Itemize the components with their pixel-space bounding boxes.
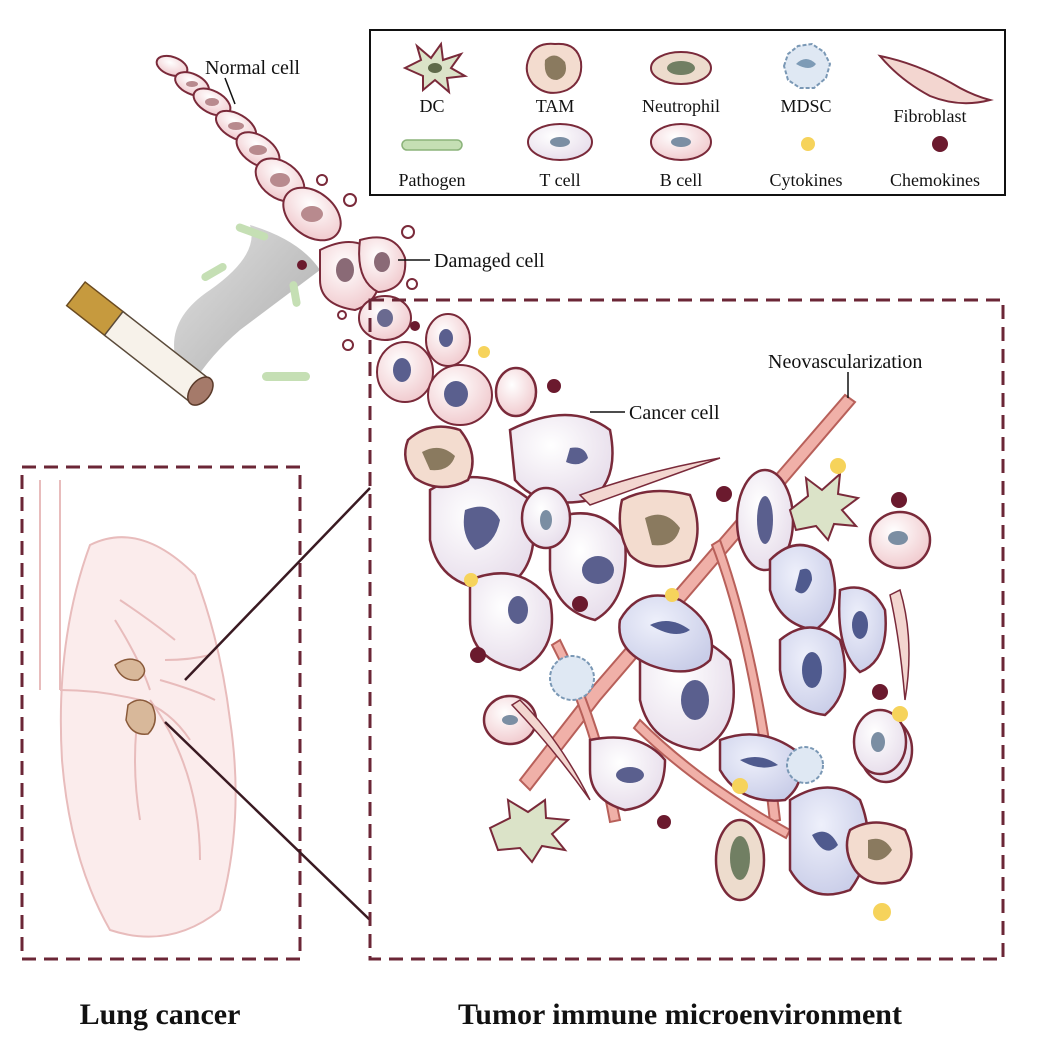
legend-label-tam: TAM — [536, 96, 575, 116]
tme-panel-title: Tumor immune microenvironment — [458, 998, 902, 1031]
cigarette-illustration — [65, 223, 320, 406]
legend-neutrophil-icon — [650, 51, 712, 85]
legend: DC TAM Neutrophil MDSC Fibroblast Pathog… — [369, 29, 1006, 196]
legend-label-dc: DC — [419, 96, 444, 116]
legend-tam-icon — [525, 42, 583, 94]
legend-label-bcell: B cell — [660, 170, 703, 190]
leader-normal-cell — [224, 77, 236, 105]
cancer-cells — [428, 413, 914, 812]
legend-bcell-icon — [650, 123, 712, 161]
legend-mdsc-icon — [782, 42, 832, 89]
legend-tcell-icon — [527, 123, 593, 161]
cancer-cell-nuclei — [463, 447, 773, 783]
legend-label-fibroblast: Fibroblast — [893, 106, 966, 126]
mdsc-cells — [549, 655, 824, 784]
legend-label-pathogen: Pathogen — [399, 170, 466, 190]
tam-nuclei — [422, 447, 892, 861]
legend-chemokine-icon — [932, 136, 948, 152]
lung-tumor-1 — [114, 658, 146, 681]
annotations: Normal cell Damaged cell Cancer cell Neo… — [205, 57, 922, 424]
legend-fibroblast-icon — [877, 54, 994, 105]
lung-panel-title: Lung cancer — [80, 998, 241, 1031]
lung-panel — [20, 465, 371, 961]
legend-pathogen-icon — [401, 139, 463, 151]
tme-panel — [297, 260, 1005, 961]
label-normal-cell: Normal cell — [205, 57, 300, 79]
tme-panel-frame — [368, 298, 1005, 961]
legend-label-tcell: T cell — [539, 170, 580, 190]
lung-tumor-2 — [125, 699, 156, 735]
zoom-line-lower — [164, 721, 371, 921]
legend-label-neutrophil: Neutrophil — [642, 96, 720, 116]
small-vesicles — [316, 174, 418, 351]
immune-cell-nuclei — [502, 510, 908, 880]
label-cancer-cell: Cancer cell — [629, 402, 720, 424]
dc-cells — [488, 471, 861, 864]
fibroblast-cells — [510, 457, 910, 801]
cytokine-dots — [464, 346, 908, 921]
legend-dc-icon — [402, 41, 469, 95]
zoom-line-upper — [184, 487, 371, 681]
chemokine-dots — [297, 260, 907, 829]
legend-label-chemokines: Chemokines — [890, 170, 980, 190]
legend-label-mdsc: MDSC — [780, 96, 831, 116]
lung-illustration — [39, 480, 237, 938]
smoke-plume — [174, 225, 320, 390]
blue-cell-nuclei — [650, 568, 868, 851]
label-neovascularization: Neovascularization — [768, 351, 922, 373]
lung-panel-frame — [20, 465, 302, 961]
legend-cytokine-icon — [801, 137, 815, 151]
label-damaged-cell: Damaged cell — [434, 250, 545, 272]
legend-label-cytokines: Cytokines — [769, 170, 842, 190]
